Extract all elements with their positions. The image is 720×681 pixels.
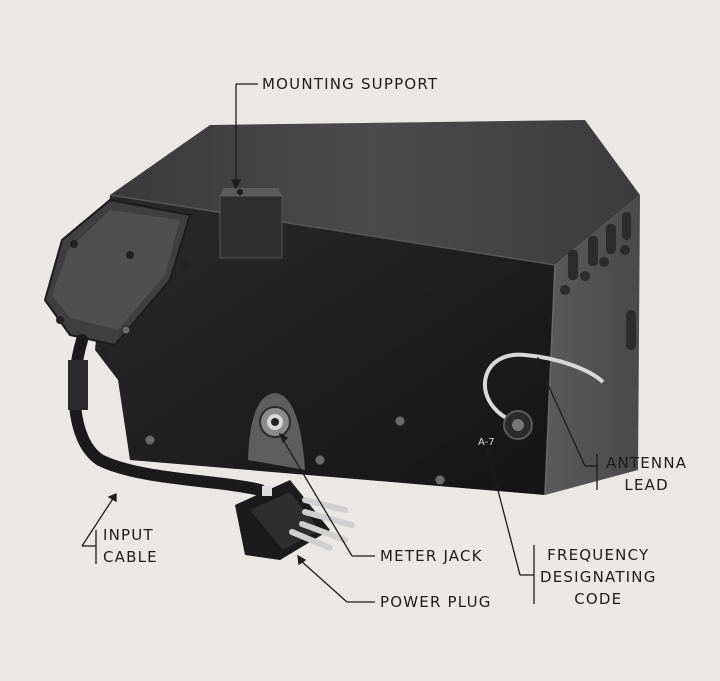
input-cable-line1: INPUT <box>103 526 154 544</box>
mounting-support-text: MOUNTING SUPPORT <box>262 75 439 93</box>
mounting-support <box>219 188 283 259</box>
meter-jack <box>248 393 305 470</box>
input-cable-line2: CABLE <box>103 548 158 566</box>
antenna-lead <box>482 352 605 440</box>
antenna-lead-label: ANTENNA LEAD <box>606 452 687 496</box>
input-cable-label: INPUT CABLE <box>103 524 158 568</box>
frequency-code-line3: CODE <box>574 590 623 608</box>
meter-jack-label: METER JACK <box>380 545 483 567</box>
side-vent-slots <box>560 212 636 350</box>
chassis-front <box>95 195 555 495</box>
callout-lines <box>81 83 598 604</box>
frequency-code-line2: DESIGNATING <box>540 568 657 586</box>
power-plug <box>235 480 355 560</box>
mounting-support-label: MOUNTING SUPPORT <box>262 73 438 95</box>
frequency-code-marking: A-7 <box>478 437 495 448</box>
frequency-code-label: FREQUENCY DESIGNATING CODE <box>540 544 657 610</box>
input-cable-housing <box>43 198 192 356</box>
chassis-screws <box>121 325 446 486</box>
antenna-lead-line1: ANTENNA <box>606 454 688 472</box>
meter-jack-text: METER JACK <box>380 547 483 565</box>
receiver-chassis <box>95 120 640 496</box>
antenna-lead-line2: LEAD <box>624 476 669 494</box>
frequency-code-line1: FREQUENCY <box>547 546 650 564</box>
power-plug-label: POWER PLUG <box>380 591 492 613</box>
power-plug-text: POWER PLUG <box>380 593 492 611</box>
